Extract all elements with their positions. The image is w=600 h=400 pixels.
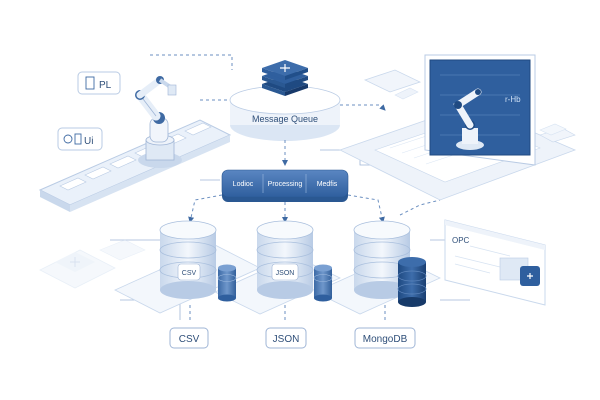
caption-mongodb-text: MongoDB [363,334,408,345]
monitor-text: r-Hb [505,95,521,104]
database-csv: CSV [159,220,237,302]
caption-csv: CSV [169,327,209,349]
processing-segment-3: Medfis [317,181,338,188]
caption-json-text: JSON [273,334,300,345]
processing-segment-1: Lodioc [233,181,254,188]
message-queue-label: Message Queue [252,114,318,124]
laptop: r-Hb [338,54,577,201]
card-pl: PL [77,71,121,95]
card-ui-text: Ui [84,136,93,147]
decor-fragments [394,87,567,136]
faint-left-platform [39,239,146,289]
card-ui: Ui [57,127,103,151]
opc-title: OPC [452,236,470,245]
processing-segment-2: Processing [268,181,303,188]
queue-stack-icon [262,60,308,96]
card-pl-text: PL [99,80,112,91]
db-csv-disk-label: CSV [182,270,197,277]
db-json-disk-label: JSON [276,270,295,277]
caption-mongodb: MongoDB [354,327,416,349]
processing-to-db-arrows [188,194,385,223]
processing-bar: Lodioc Processing Medfis [221,169,349,202]
caption-json: JSON [265,327,307,349]
caption-csv-text: CSV [179,334,200,345]
database-json: JSON [256,220,333,302]
message-queue-node: Message Queue [229,85,341,141]
left-robot-arm [135,76,182,168]
opc-panel: OPC [444,219,546,306]
floating-card [363,69,576,143]
database-mongodb [353,220,427,307]
